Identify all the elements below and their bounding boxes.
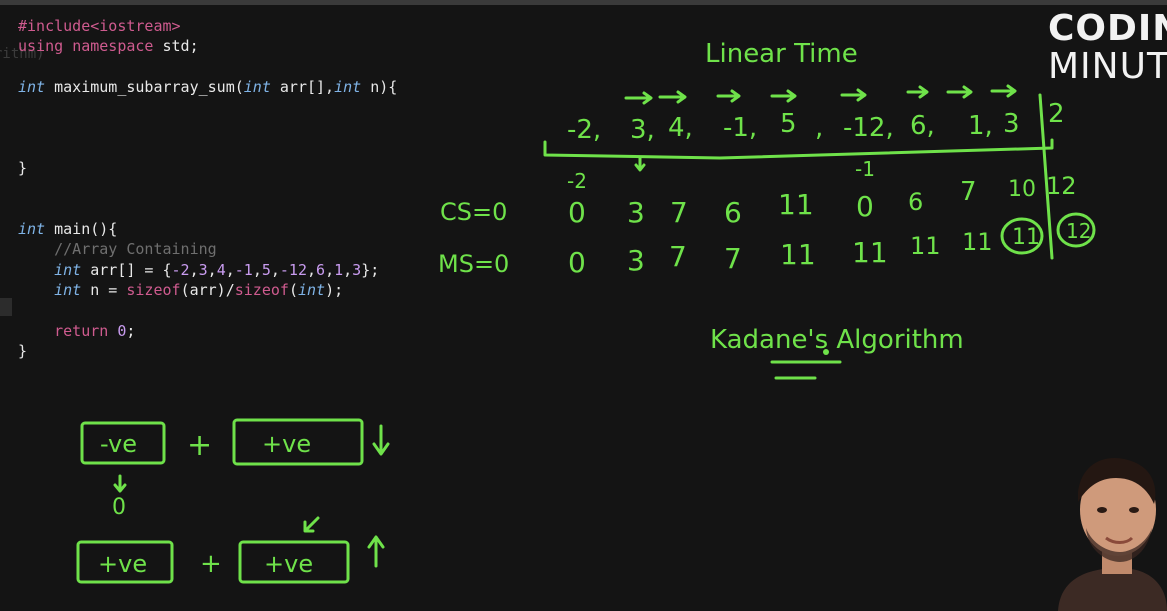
cs-value: 6	[908, 188, 923, 216]
pointer-arrows	[624, 84, 1017, 105]
code-line[interactable]: int maximum_subarray_sum(int arr[],int n…	[18, 77, 398, 96]
window-top-bar	[0, 0, 1167, 5]
ms-value: 11	[1012, 225, 1040, 250]
code-line[interactable]: }	[18, 159, 28, 178]
plus-sign: +	[187, 428, 212, 463]
ms-value: 3	[627, 244, 645, 277]
code-editor[interactable]: rithm) #include<iostream> using namespace…	[0, 6, 640, 366]
down-arrow	[372, 424, 390, 456]
ms-value: 12	[1066, 219, 1091, 243]
circle-ms-12	[1056, 212, 1096, 248]
cs-row: 0 3 7 6 11 0 6 7 10 12	[568, 172, 1077, 229]
array-bracket	[543, 138, 1054, 160]
plus-sign-2: +	[200, 549, 222, 579]
box-negative	[80, 421, 166, 465]
negative-plus-positive-diagram: -ve + +ve 0	[80, 418, 390, 520]
cs-value: 0	[856, 190, 874, 223]
box-positive-left	[76, 540, 174, 584]
array-value: 2	[1048, 99, 1065, 129]
logo-line-2: MINUT	[1048, 46, 1167, 87]
logo-line-1: CODIN	[1048, 8, 1167, 49]
box-positive	[232, 418, 364, 466]
array-value: ,	[815, 113, 823, 143]
cs-value: 0	[568, 196, 586, 229]
code-line[interactable]: int main(){	[18, 220, 118, 238]
cs-value: 12	[1046, 172, 1077, 200]
ms-value: 7	[669, 240, 687, 273]
array-value: 6,	[910, 111, 935, 141]
circle-ms-11	[1000, 217, 1044, 255]
cs-value: 7	[670, 196, 688, 229]
array-value: 3,	[630, 115, 655, 145]
ms-value: 0	[568, 246, 586, 279]
ghost-text: rithm)	[0, 46, 45, 62]
ms-value: 11	[852, 236, 888, 269]
array-value: -1,	[723, 113, 757, 143]
small-pointer-arrow	[303, 516, 320, 533]
code-line[interactable]: }	[18, 341, 28, 360]
array-value: 1,	[968, 111, 993, 141]
code-line[interactable]: int arr[] = {-2,3,4,-1,5,-12,6,1,3};	[54, 260, 380, 279]
cs-value: 10	[1008, 177, 1036, 202]
array-value: -12,	[843, 113, 894, 143]
box-positive-label: +ve	[262, 430, 311, 458]
box-positive-left-label: +ve	[98, 550, 147, 578]
down-tick	[634, 156, 646, 172]
code-line[interactable]: using namespace std;	[18, 37, 199, 56]
array-row: -2, 3, 4, -1, 5 , -12, 6, 1, 3 2	[567, 99, 1065, 145]
ink-dot	[823, 349, 829, 355]
cs-value: 7	[960, 177, 977, 207]
code-line[interactable]: int n = sizeof(arr)/sizeof(int);	[54, 280, 344, 299]
cs-value: 6	[724, 196, 742, 229]
box-positive-right	[238, 540, 350, 584]
presenter-webcam	[1030, 440, 1167, 611]
up-arrow	[367, 535, 385, 568]
ms-value: 11	[962, 228, 993, 256]
array-value: 4,	[668, 113, 693, 143]
cursor-line-marker	[0, 298, 12, 316]
ms-value: 11	[780, 238, 816, 271]
presenter-avatar	[1030, 440, 1167, 611]
divider-line	[1038, 93, 1054, 260]
box-positive-right-label: +ve	[264, 550, 313, 578]
array-value: 5	[780, 109, 797, 139]
code-line[interactable]: //Array Containing	[18, 240, 217, 259]
array-value: 3	[1003, 109, 1020, 139]
ms-value: 7	[724, 242, 742, 275]
cs-value: 11	[778, 188, 814, 221]
positive-plus-positive-diagram: +ve + +ve	[76, 516, 385, 584]
ms-value: 11	[910, 232, 941, 260]
zero-label: 0	[112, 495, 126, 520]
ms-row: 0 3 7 7 11 11 11 11 11 12	[568, 219, 1091, 279]
box-negative-label: -ve	[100, 430, 137, 458]
code-line[interactable]: return 0;	[54, 321, 136, 340]
cs-value: 3	[627, 196, 645, 229]
array-value: -2,	[567, 115, 601, 145]
cs-label: CS=0	[440, 198, 507, 226]
arrow-to-zero	[113, 474, 127, 493]
title-linear-time: Linear Time	[705, 39, 858, 69]
cs-temp-value: -2	[567, 169, 587, 193]
algorithm-underline	[770, 360, 842, 380]
code-line[interactable]: #include<iostream>	[18, 17, 181, 35]
ms-label: MS=0	[438, 250, 509, 278]
kadanes-algorithm-label: Kadane's Algorithm	[710, 325, 964, 355]
cs-temp-value: -1	[855, 157, 875, 181]
coding-minutes-logo: CODIN MINUT	[1046, 6, 1167, 87]
